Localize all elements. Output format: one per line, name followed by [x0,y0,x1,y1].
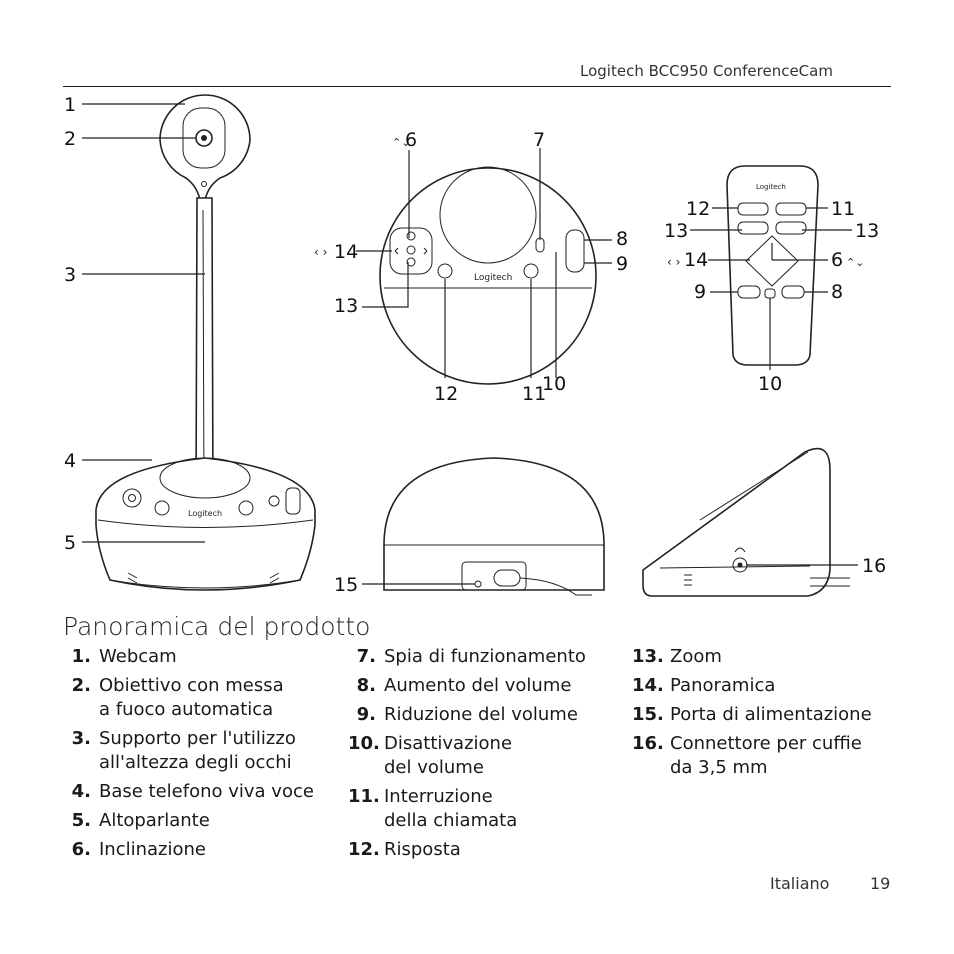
callout-4: 4 [64,450,76,472]
callout-10-speakerphone: 10 [542,373,566,395]
callout-12-remote: 12 [686,198,710,220]
list-item: 9.Riduzione del volume [356,704,578,725]
list-item: 14.Panoramica [632,675,776,696]
svg-text:⌃⌄: ⌃⌄ [392,136,410,149]
page-number: 19 [870,874,891,893]
callout-12-speakerphone: 12 [434,383,458,405]
list-item: 1.Webcam [71,646,177,667]
callout-11-speakerphone: 11 [522,383,546,405]
list-item: 4.Base telefono viva voce [71,781,314,802]
svg-text:‹ ›: ‹ › [667,255,680,269]
callout-15: 15 [334,574,358,596]
callout-16: 16 [862,555,886,577]
callout-10-remote: 10 [758,373,782,395]
list-item: 6.Inclinazione [71,839,206,860]
callout-9-remote: 9 [694,281,706,303]
feature-list-col2: 7.Spia di funzionamento 8.Aumento del vo… [348,645,586,867]
callout-14-remote: 14 [684,249,708,271]
speakerphone-side-illustration [642,447,858,597]
document-header: Logitech BCC950 ConferenceCam [580,62,833,80]
header-rule [63,86,891,87]
list-item: 5.Altoparlante [71,810,210,831]
list-item: 2.Obiettivo con messa a fuoco automatica [71,675,284,720]
callout-13-remote-right: 13 [855,220,879,242]
callout-13-speakerphone: 13 [334,295,358,317]
list-item: 16.Connettore per cuffie da 3,5 mm [632,733,862,778]
callout-14-speakerphone: 14 [334,241,358,263]
callout-3: 3 [64,264,76,286]
list-item: 15.Porta di alimentazione [632,704,872,725]
callout-5: 5 [64,532,76,554]
remote-logo: Logitech [756,183,786,191]
list-item: 8.Aumento del volume [356,675,572,696]
feature-list-col1: 1.Webcam 2.Obiettivo con messa a fuoco a… [63,645,314,867]
callout-2: 2 [64,128,76,150]
full-device-illustration: Logitech [82,94,316,591]
list-item: 3.Supporto per l'utilizzo all'altezza de… [71,728,296,773]
section-title: Panoramica del prodotto [63,612,371,641]
callout-9-speakerphone: 9 [616,253,628,275]
callout-1: 1 [64,94,76,116]
callout-7: 7 [533,129,545,151]
base-logo: Logitech [188,509,222,518]
speakerphone-top-illustration: Logitech ⌃⌄ ‹ › [314,136,612,385]
callout-6-remote: 6 [831,249,843,271]
callout-6-speakerphone: 6 [405,129,417,151]
list-item: 13.Zoom [632,646,722,667]
feature-list-col3: 13.Zoom 14.Panoramica 15.Porta di alimen… [632,645,872,785]
footer-language: Italiano [770,874,830,893]
callout-11-remote: 11 [831,198,855,220]
svg-text:⌃⌄: ⌃⌄ [846,256,864,269]
speakerphone-back-illustration [362,457,605,596]
list-item: 7.Spia di funzionamento [356,646,586,667]
callout-labels: 1 2 3 4 5 6 7 8 9 10 11 12 13 14 15 16 1… [64,94,886,596]
speakerphone-logo: Logitech [474,273,512,283]
product-diagram: Logitech Logitech ⌃⌄ ‹ › [64,94,886,597]
callout-8-speakerphone: 8 [616,228,628,250]
callout-13-remote-left: 13 [664,220,688,242]
callout-8-remote: 8 [831,281,843,303]
svg-text:‹ ›: ‹ › [314,245,327,259]
list-item: 12.Risposta [348,839,461,860]
list-item: 11.Interruzione della chiamata [348,786,518,831]
list-item: 10.Disattivazione del volume [348,733,513,778]
remote-illustration: Logitech ‹ › ⌃⌄ [667,165,864,370]
